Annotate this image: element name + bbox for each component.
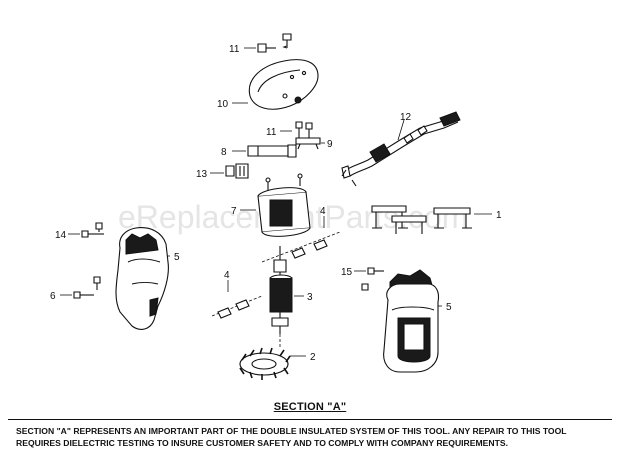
power-cord-part-12 bbox=[341, 111, 461, 187]
screw-part-14 bbox=[68, 222, 104, 238]
top-cover-part-10 bbox=[232, 59, 319, 110]
callout-4-lower: 4 bbox=[224, 270, 230, 281]
terminal-part-13 bbox=[210, 163, 249, 179]
section-note-line-1: SECTION "A" REPRESENTS AN IMPORTANT PART… bbox=[16, 426, 567, 436]
callout-11-top: 11 bbox=[229, 44, 240, 55]
callout-12: 12 bbox=[400, 112, 412, 123]
callout-7: 7 bbox=[231, 206, 237, 217]
callout-2: 2 bbox=[310, 352, 316, 363]
callout-9: 9 bbox=[327, 139, 333, 150]
callout-15: 15 bbox=[341, 267, 353, 278]
callout-11-middle: 11 bbox=[266, 127, 277, 138]
screw-part-15 bbox=[354, 267, 384, 291]
armature-part-3 bbox=[269, 246, 304, 348]
brush-part-4-lower bbox=[211, 280, 263, 319]
screw-part-6 bbox=[60, 276, 101, 299]
callout-10: 10 bbox=[217, 99, 229, 110]
callout-3: 3 bbox=[307, 292, 313, 303]
callout-6: 6 bbox=[50, 291, 56, 302]
screw-part-11-top bbox=[244, 33, 292, 53]
housing-half-part-5-left bbox=[115, 227, 170, 330]
brush-clip-part-9 bbox=[295, 137, 325, 150]
callout-5-right: 5 bbox=[446, 302, 452, 313]
section-note: SECTION "A" REPRESENTS AN IMPORTANT PART… bbox=[16, 425, 616, 449]
exploded-parts-diagram: eReplacementParts.com bbox=[50, 33, 502, 380]
fan-part-2 bbox=[239, 347, 306, 380]
callout-8: 8 bbox=[221, 147, 227, 158]
brush-part-4-upper bbox=[261, 216, 341, 263]
housing-half-part-5-right bbox=[383, 269, 442, 373]
bracket-part-1 bbox=[371, 205, 492, 234]
callout-5-left: 5 bbox=[174, 252, 180, 263]
screw-part-11-middle bbox=[280, 121, 313, 139]
divider bbox=[8, 419, 612, 420]
callout-13: 13 bbox=[196, 169, 208, 180]
section-note-line-2: REQUIRES DIELECTRIC TESTING TO INSURE CU… bbox=[16, 438, 508, 448]
callout-14: 14 bbox=[55, 230, 67, 241]
callout-1: 1 bbox=[496, 210, 502, 221]
brush-holder-part-8 bbox=[232, 144, 297, 158]
section-title: SECTION "A" bbox=[273, 401, 347, 413]
callout-4-upper: 4 bbox=[320, 206, 326, 217]
field-stator-part-7 bbox=[240, 173, 311, 237]
